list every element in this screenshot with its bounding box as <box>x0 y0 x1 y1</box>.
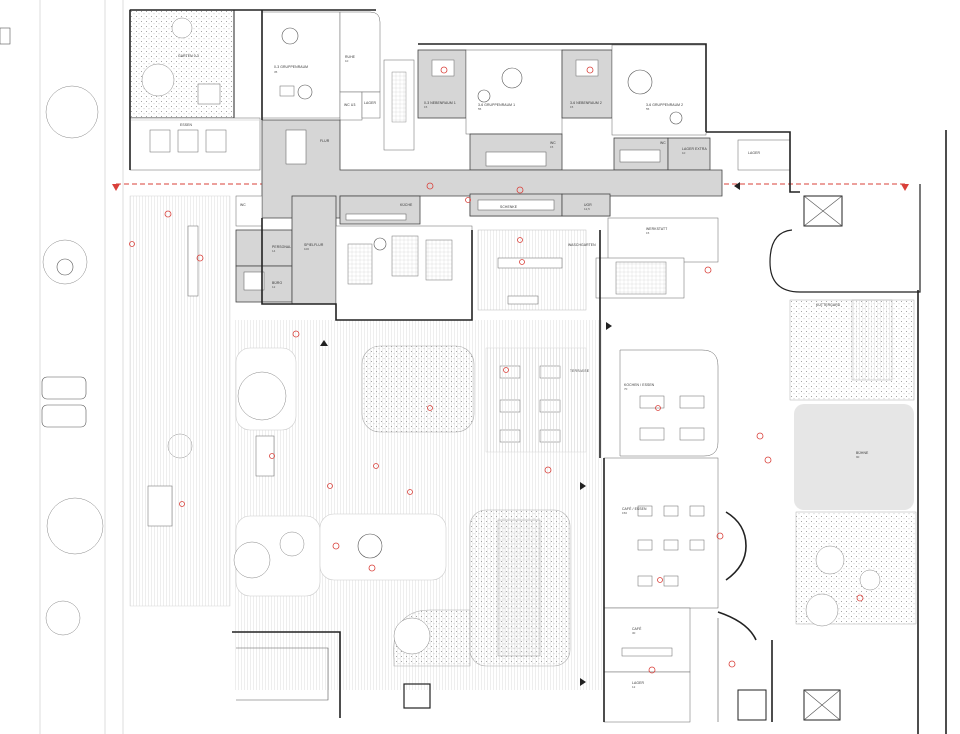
left-terrace-steps <box>129 195 275 607</box>
svg-text:KUTTERGARD: KUTTERGARD <box>816 303 841 307</box>
right-garden <box>795 130 947 734</box>
svg-text:UGR: UGR <box>584 203 592 207</box>
svg-text:CAFÉ: CAFÉ <box>632 626 642 631</box>
room-lager-bottom: LAGER 12 <box>603 671 691 723</box>
street-trees <box>42 85 104 636</box>
svg-text:15: 15 <box>550 145 554 149</box>
room-lager-extra: LAGER EXTRA 10 <box>667 137 711 171</box>
garden-0-3: GARTEN 0-3 <box>129 9 235 119</box>
room-gruppenraum-3-6-2: 3-6 GRUPPENRAUM 2 55 <box>611 44 707 136</box>
room-label-gruppe-03: 0-3 GRUPPENRAUM <box>274 65 308 69</box>
room-kochen-essen: KOCHEN / ESSEN 70 <box>619 349 719 457</box>
room-lager-top: LAGER <box>361 91 381 119</box>
svg-text:LAGER: LAGER <box>632 681 644 685</box>
svg-text:RUHE: RUHE <box>345 55 356 59</box>
right-terrace: KUTTERGARD <box>769 184 921 401</box>
room-ugr: UGR 12,5 <box>561 193 611 217</box>
inner-courtyard <box>335 225 473 321</box>
room-wc-left: WC <box>235 195 263 227</box>
svg-text:90: 90 <box>856 455 860 459</box>
svg-text:LAGER EXTRA: LAGER EXTRA <box>682 147 707 151</box>
room-wc-u3: WC U3 <box>339 91 363 121</box>
essen-area: ESSEN <box>129 117 261 171</box>
svg-text:LAGER: LAGER <box>748 151 760 155</box>
room-label-garten: GARTEN 0-3 <box>178 54 199 58</box>
street-area <box>0 0 124 734</box>
room-lager-far: LAGER <box>737 139 791 171</box>
room-cafe: CAFÉ 30 <box>603 607 691 673</box>
room-gruppenraum-3-6-1: 3-6 GRUPPENRAUM 1 55 <box>465 49 563 135</box>
svg-text:70: 70 <box>624 387 628 391</box>
lower-left-building <box>232 631 341 718</box>
svg-text:LAGER: LAGER <box>364 101 376 105</box>
svg-text:12,5: 12,5 <box>584 207 590 211</box>
svg-text:KOCHEN / ESSEN: KOCHEN / ESSEN <box>624 383 655 387</box>
svg-text:10: 10 <box>345 59 349 63</box>
room-werkstatt: WERKSTATT 15 <box>607 217 719 263</box>
svg-text:12: 12 <box>632 685 636 689</box>
facade-right-walls <box>717 511 773 722</box>
room-ruhe: RUHE 10 <box>339 11 381 93</box>
svg-text:WASCHGARTEN: WASCHGARTEN <box>568 243 596 247</box>
room-spielflur: SPIELFLUR 100 <box>291 195 337 305</box>
room-cafe-essen: CAFÉ / ESSEN 150 <box>603 457 719 609</box>
stair-top <box>383 59 415 151</box>
svg-text:BÜHNE: BÜHNE <box>856 451 869 455</box>
stair-right <box>595 257 685 299</box>
svg-text:150: 150 <box>622 511 627 515</box>
svg-text:10: 10 <box>682 151 686 155</box>
exterior-walls <box>129 9 800 722</box>
svg-text:0-3 NEBENRAUM 1: 0-3 NEBENRAUM 1 <box>424 101 456 105</box>
svg-text:30: 30 <box>632 631 636 635</box>
svg-text:PERSONAL: PERSONAL <box>272 245 291 249</box>
area-waschgarten: WASCHGARTEN <box>477 229 596 311</box>
room-gruppenraum-0-3: 0-3 GRUPPENRAUM 35 <box>261 11 341 119</box>
svg-text:3-6 GRUPPENRAUM 2: 3-6 GRUPPENRAUM 2 <box>646 103 683 107</box>
svg-text:BÜRO: BÜRO <box>272 281 282 285</box>
room-buero: BÜRO 12 <box>235 265 293 303</box>
room-wc-right: WC <box>613 137 669 171</box>
svg-text:15: 15 <box>646 231 650 235</box>
svg-text:100: 100 <box>304 247 309 251</box>
svg-text:3-6 NEBENRAUM 2: 3-6 NEBENRAUM 2 <box>570 101 602 105</box>
room-kueche: KÜCHE <box>339 195 421 225</box>
room-nebenraum-1: 0-3 NEBENRAUM 1 15 <box>417 49 467 119</box>
svg-text:WC U3: WC U3 <box>344 103 355 107</box>
room-wc-mid: WC 15 <box>469 133 563 171</box>
svg-text:WC: WC <box>660 141 666 145</box>
svg-text:35: 35 <box>274 70 278 74</box>
svg-text:FLUR: FLUR <box>320 139 330 143</box>
svg-text:WC: WC <box>240 203 246 207</box>
svg-text:SPIELFLUR: SPIELFLUR <box>304 243 324 247</box>
svg-text:KÜCHE: KÜCHE <box>400 203 413 207</box>
room-nebenraum-2: 3-6 NEBENRAUM 2 15 <box>561 49 613 119</box>
svg-text:12: 12 <box>272 285 276 289</box>
svg-text:15: 15 <box>570 105 574 109</box>
svg-text:55: 55 <box>646 107 650 111</box>
room-label-essen: ESSEN <box>180 123 192 127</box>
svg-text:CAFÉ / ESSEN: CAFÉ / ESSEN <box>622 506 647 511</box>
svg-text:55: 55 <box>478 107 482 111</box>
people-figures <box>129 66 864 674</box>
outdoor-landscape <box>167 320 604 709</box>
svg-text:WC: WC <box>550 141 556 145</box>
svg-text:15: 15 <box>424 105 428 109</box>
svg-text:3-6 GRUPPENRAUM 1: 3-6 GRUPPENRAUM 1 <box>478 103 515 107</box>
buehne-stage: BÜHNE 90 <box>794 404 914 510</box>
svg-text:14: 14 <box>272 249 276 253</box>
room-schenke: SCHENKE <box>469 193 563 217</box>
svg-text:SCHENKE: SCHENKE <box>500 205 518 209</box>
entrance-markers <box>320 182 740 686</box>
room-personal: PERSONAL 14 <box>235 229 293 267</box>
svg-text:WERKSTATT: WERKSTATT <box>646 227 667 231</box>
